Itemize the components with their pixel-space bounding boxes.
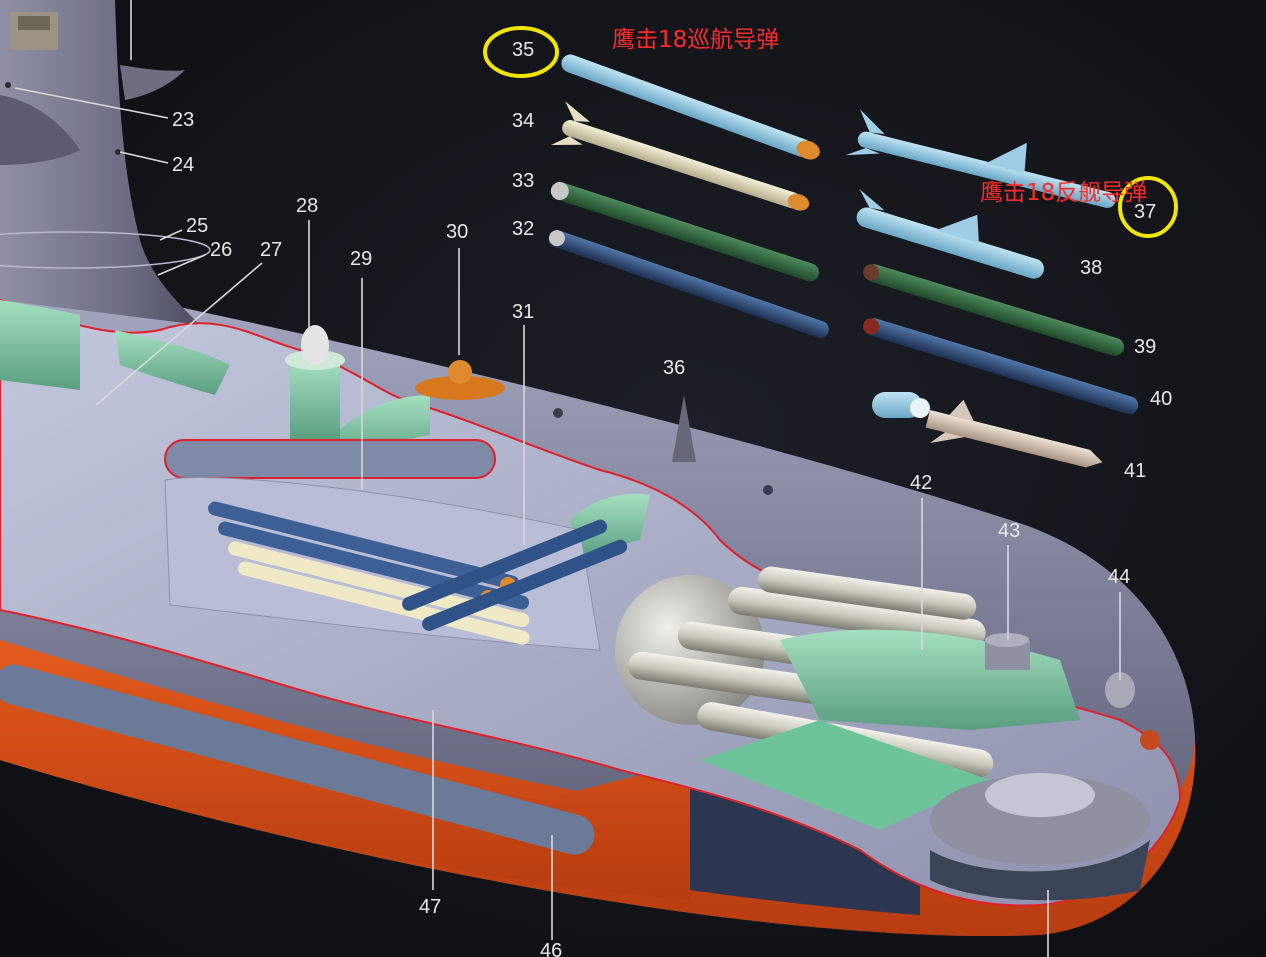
callout-46: 46 [540,940,562,957]
callout-40: 40 [1150,388,1172,410]
weapon-32-torpedo [548,230,829,338]
callout-43: 43 [998,520,1020,542]
callout-39: 39 [1134,336,1156,358]
callout-27: 27 [260,239,282,261]
weapon-39-torpedo [863,264,1124,356]
callout-30: 30 [446,221,468,243]
callout-37: 37 [1134,201,1156,223]
callout-42: 42 [910,472,932,494]
weapon-41-missile [872,392,1103,468]
annotation-cruise-missile: 鹰击18巡航导弹 [612,27,779,53]
weapon-35-cruise-missile [561,54,820,160]
highlight-circle-35 [483,26,559,78]
weapon-40-torpedo [863,318,1139,415]
callout-31: 31 [512,301,534,323]
sail-tower [0,0,211,325]
interior-cutaway [0,298,1182,907]
callout-33: 33 [512,170,534,192]
callout-47: 47 [419,896,441,918]
callout-29: 29 [350,248,372,270]
callout-24: 24 [172,154,194,176]
callout-38: 38 [1080,257,1102,279]
leader-lines [14,0,1121,957]
callout-34: 34 [512,110,534,132]
annotation-antiship-missile: 鹰击18反舰导弹 [980,180,1147,206]
callout-23: 23 [172,109,194,131]
highlight-circle-37 [1118,176,1178,238]
weapon-34-missile [550,101,810,211]
callout-44: 44 [1108,566,1130,588]
callout-36: 36 [663,357,685,379]
callout-25: 25 [186,215,208,237]
callout-26: 26 [210,239,232,261]
callout-numbers: 23 24 25 26 27 28 29 30 31 32 33 34 35 3… [172,39,1172,957]
callout-41: 41 [1124,460,1146,482]
weapon-33-torpedo [550,182,819,282]
missile-rack [208,501,628,645]
callout-35: 35 [512,39,534,61]
callout-32: 32 [512,218,534,240]
callout-28: 28 [296,195,318,217]
